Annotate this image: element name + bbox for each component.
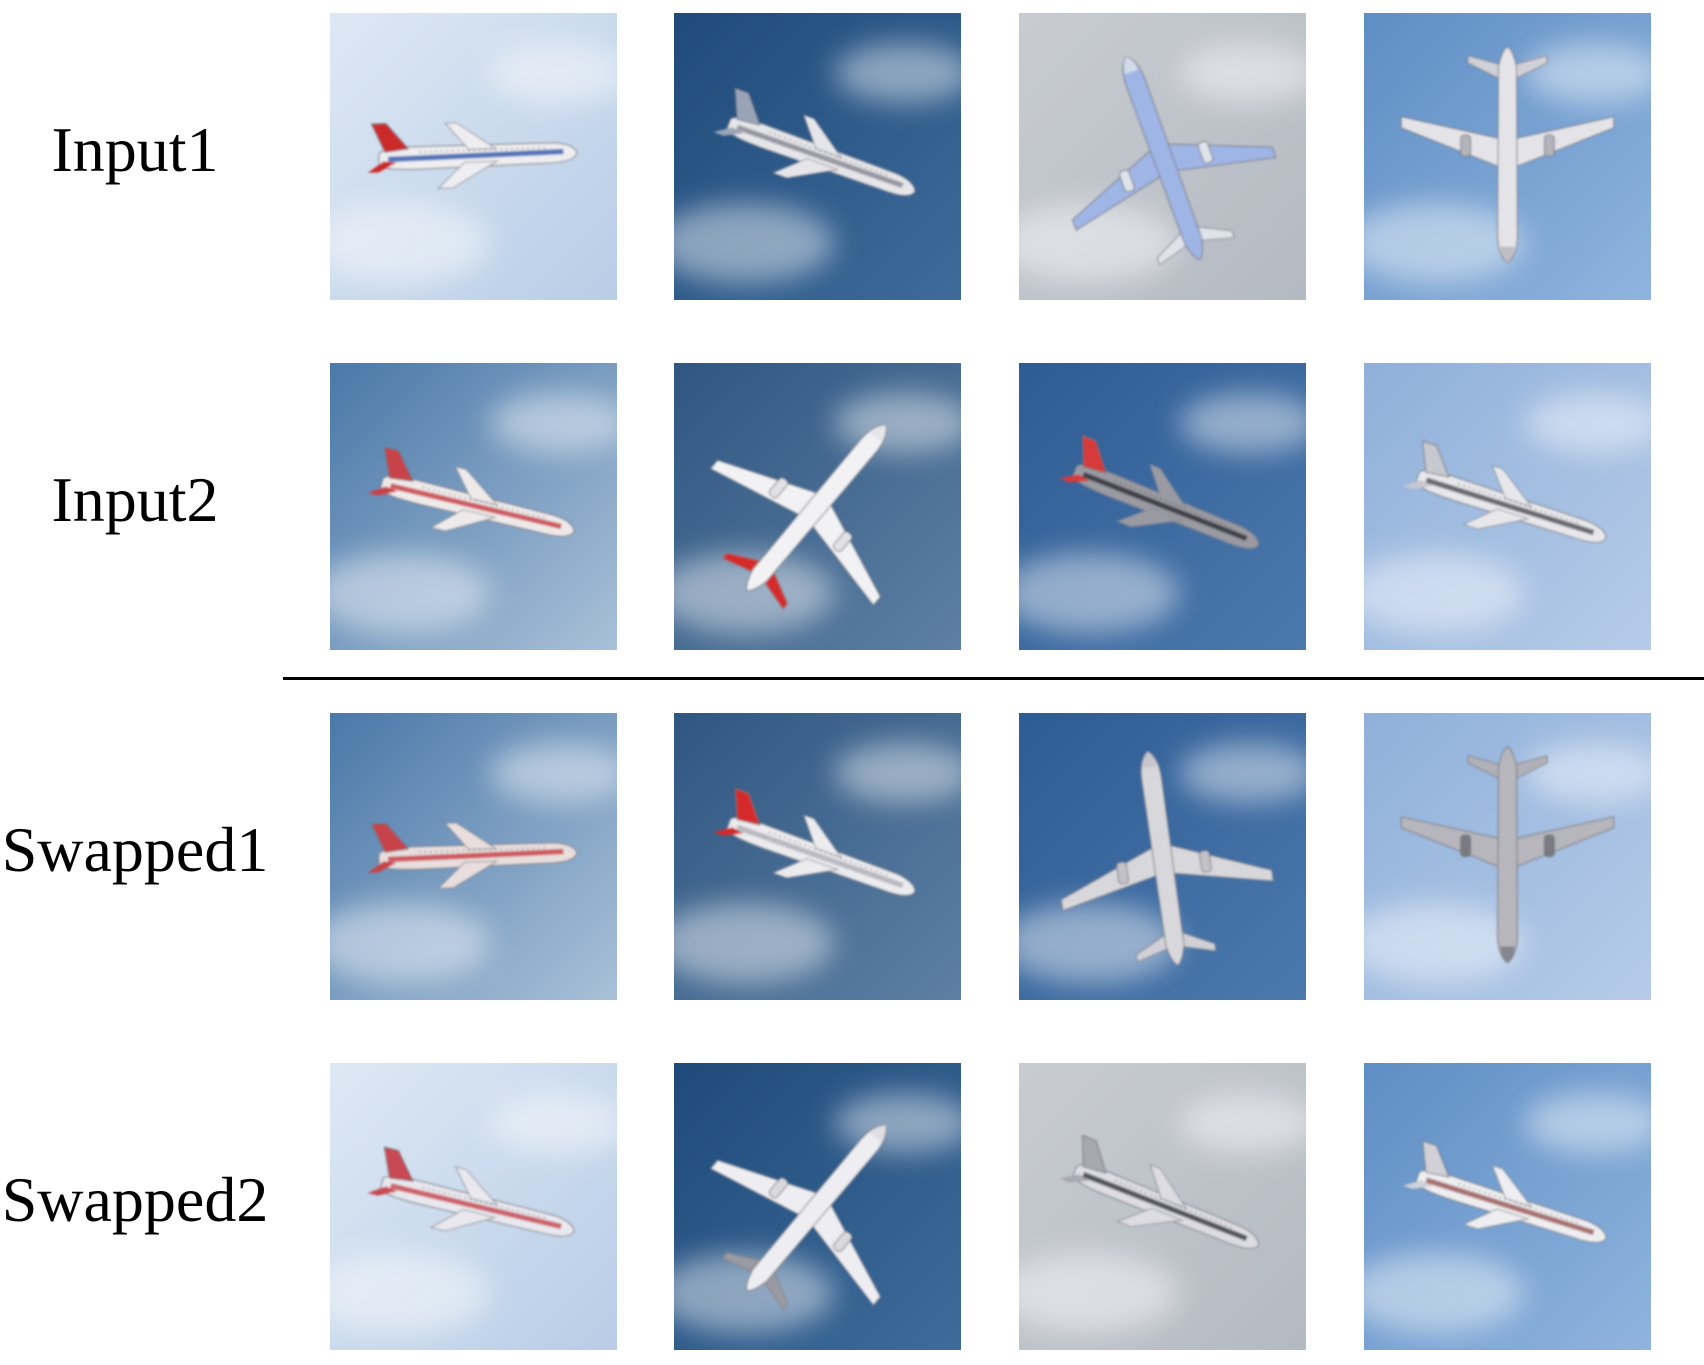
cloud-haze [1364,393,1651,633]
airplane-photo [1364,363,1651,650]
cloud-haze [1019,743,1306,983]
airplane-photo [1364,713,1651,1000]
input1-image-2 [674,13,961,300]
input2-image-1 [330,363,617,650]
input2-image-4 [1364,363,1651,650]
swapped1-image-4 [1364,713,1651,1000]
swapped1-image-1 [330,713,617,1000]
swapped2-image-1 [330,1063,617,1350]
airplane [713,87,916,196]
airplane [367,1146,575,1237]
cloud-haze [1019,393,1306,633]
input1-image-1 [330,13,617,300]
cloud-haze [330,743,617,983]
cloud-haze [674,43,961,283]
airplane [367,122,578,189]
section-divider [283,677,1704,680]
airplane [709,1124,887,1310]
airplane-photo [674,13,961,300]
airplane-photo [330,713,617,1000]
airplane [1060,750,1274,966]
cloud-haze [1364,43,1651,283]
swapped2-image-2 [674,1063,961,1350]
cloud-haze [1019,1093,1306,1333]
airplane [367,822,578,889]
cloud-haze [330,393,617,633]
input2-image-2 [674,363,961,650]
row-label-swapped2: Swapped2 [1,1164,269,1235]
airplane-photo [1019,713,1306,1000]
airplane [709,424,887,610]
input2-image-3 [1019,363,1306,650]
row-label-input2: Input2 [51,464,219,535]
airplane-photo [1019,363,1306,650]
cloud-haze [674,1093,961,1333]
swapped1-image-2 [674,713,961,1000]
airplane-photo [1364,1063,1651,1350]
swapped2-image-4 [1364,1063,1651,1350]
airplane-photo [674,1063,961,1350]
swapped1-image-3 [1019,713,1306,1000]
airplane-photo [330,363,617,650]
cloud-haze [1364,743,1651,983]
input1-image-4 [1364,13,1651,300]
airplane [1059,434,1260,550]
airplane-photo [674,363,961,650]
cloud-haze [330,1093,617,1333]
airplane [1059,1134,1260,1250]
cloud-haze [1364,1093,1651,1333]
airplane [367,446,575,537]
airplane-photo [1019,1063,1306,1350]
airplane [1400,746,1615,964]
row-label-input1: Input1 [51,114,219,185]
airplane-photo [330,1063,617,1350]
airplane [1400,46,1615,264]
airplane-photo [330,13,617,300]
airplane [1402,1140,1607,1243]
airplane-photo [1364,13,1651,300]
airplane [1402,440,1607,543]
airplane [1071,56,1277,266]
input1-image-3 [1019,13,1306,300]
airplane [713,787,916,896]
cloud-haze [330,43,617,283]
row-label-swapped1: Swapped1 [1,814,269,885]
airplane-photo [674,713,961,1000]
cloud-haze [1019,43,1306,283]
cloud-haze [674,743,961,983]
swapped2-image-3 [1019,1063,1306,1350]
airplane-photo [1019,13,1306,300]
